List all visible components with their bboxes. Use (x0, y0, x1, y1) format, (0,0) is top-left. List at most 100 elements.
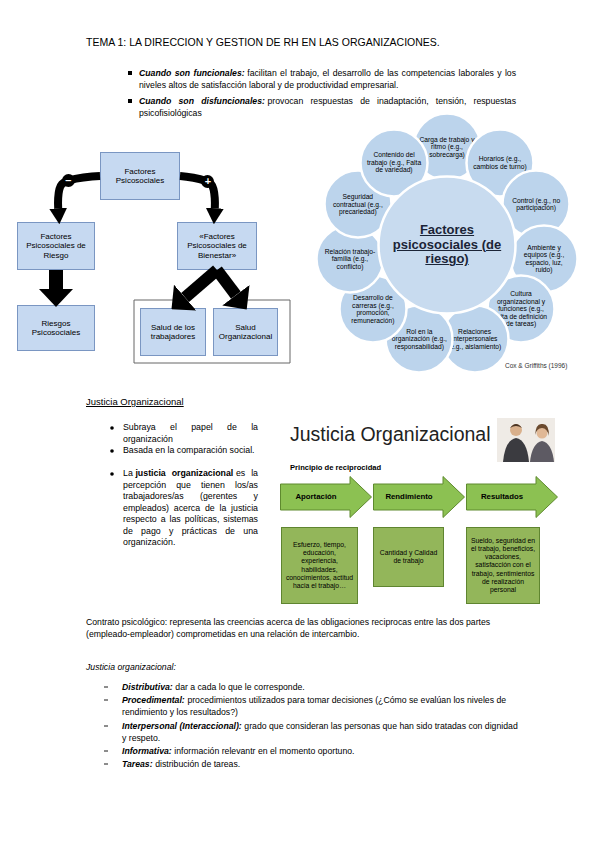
text-run: Justicia Organizacional (290, 423, 491, 445)
node-text: Rendimiento (385, 493, 452, 502)
bullet-dash (104, 700, 108, 701)
text-run: distribución de tareas. (155, 759, 240, 769)
node-text: Factores Psicosociales (103, 167, 177, 185)
node-text: Ambiente y equipos (e.g., espacio, luz, … (516, 244, 572, 274)
people-photo (497, 418, 555, 462)
flow-arrow (185, 270, 217, 298)
content-box: Sueldo, seguridad en el trabajo, benefic… (466, 527, 540, 604)
node-text: Factores Psicosociales de Riesgo (20, 232, 92, 260)
bullet-dash (104, 726, 108, 727)
bullet-dot (110, 426, 114, 430)
arrow-shape: Rendimiento (373, 476, 465, 518)
text-run: Interpersonal (Interaccional): (122, 721, 242, 731)
text-run: Procedimental: (122, 695, 185, 705)
page-title: TEMA 1: LA DIRECCION Y GESTION DE RH EN … (86, 36, 440, 48)
arrow-shape: Aportación (280, 476, 372, 518)
bullet-dot (110, 472, 114, 476)
node-text: Desarrollo de carreras (e.g., promoción,… (345, 294, 401, 324)
circle-fill (361, 129, 428, 196)
text-run: justicia organizacional (135, 468, 233, 478)
text-block: Cuando son funcionales:facilitan el trab… (139, 67, 516, 91)
text-block: Lajusticia organizacionales la percepció… (123, 468, 258, 549)
text-run: La (123, 468, 133, 478)
text-run: Cox & Griffiths (1996) (505, 362, 567, 369)
node-text: Resultados (481, 493, 543, 502)
person-head (510, 424, 522, 436)
bullet-square (128, 71, 132, 75)
text-block: Basada en la comparación social. (123, 445, 258, 457)
process-box: Salud de los trabajadores (140, 308, 206, 356)
text-run: Cuando son funcionales: (139, 68, 245, 78)
text-run: Tareas: (122, 759, 153, 769)
node-text: Contenido del trabajo (e.g., Falta de va… (366, 151, 422, 174)
person-hair (510, 424, 522, 428)
process-box: Salud Organizacional (213, 308, 278, 356)
node-text: Esfuerzo, tiempo, educación, experiencia… (285, 541, 354, 590)
text-run: información relevantr en el momento opor… (174, 746, 354, 756)
edge-sign: + (201, 175, 214, 188)
process-box: Riesgos Psicosociales (17, 305, 95, 351)
text-block: Informativa:información relevantr en el … (122, 745, 522, 757)
factor-circle: Factores psicosociales (de riesgo) (377, 175, 517, 315)
flow-arrow (58, 176, 100, 208)
node-text: «Factores Psicosociales de Bienestar» (180, 232, 254, 260)
text-block: Tareas:distribución de tareas. (122, 758, 522, 770)
text-run: Distributiva: (122, 682, 173, 692)
flow-arrow (217, 270, 236, 295)
process-box: Factores Psicosociales de Riesgo (17, 222, 95, 270)
photo-background (497, 418, 555, 462)
arrow-fill (281, 477, 372, 518)
arrow-fill (467, 477, 558, 518)
text-block: Principio de reciprocidad (290, 461, 381, 474)
node-text: Relaciones interpersonales (e.g., aislam… (447, 328, 503, 351)
content-box: Esfuerzo, tiempo, educación, experiencia… (281, 527, 358, 604)
node-text: Aportación (295, 493, 356, 502)
person-body (503, 438, 529, 462)
text-block: Contrato psicológico: representa las cre… (86, 616, 518, 640)
node-text: Control (e.g., no participación) (508, 197, 564, 212)
arrow-fill (374, 477, 465, 518)
node-text: Horarios (e.g., cambios de turno) (472, 155, 528, 170)
text-block: Procedimental:procedimientos utilizados … (122, 694, 522, 718)
edge-sign: – (62, 174, 75, 187)
person-hair (535, 424, 549, 436)
node-text: Sueldo, seguridad en el trabajo, benefic… (470, 537, 536, 594)
content-box: Cantidad y Calidad de trabajo (373, 527, 444, 587)
bullet-dot (110, 449, 114, 453)
group-bracket (134, 300, 290, 363)
node-text: Salud Organizacional (216, 323, 275, 341)
text-block: Interpersonal (Interaccional):grado que … (122, 720, 522, 744)
text-block: Distributiva:dar a cada lo que le corres… (122, 681, 522, 693)
bullet-square (128, 99, 132, 103)
text-block: Justicia Organizacional (86, 396, 184, 408)
text-run: Principio de reciprocidad (290, 463, 381, 472)
bullet-dash (104, 764, 108, 765)
text-block: Cox & Griffiths (1996) (505, 359, 567, 372)
node-text: Riesgos Psicosociales (20, 319, 92, 337)
text-run: Contrato psicológico: representa las cre… (86, 617, 490, 639)
text-run: Informativa: (122, 746, 172, 756)
text-run: Justicia Organizacional (86, 396, 184, 407)
text-run: Subraya el papel de la organización (123, 422, 258, 444)
text-run: dar a cada lo que le corresponde. (175, 682, 304, 692)
person-body (530, 441, 554, 462)
node-text: Seguridad contractual (e.g., precariedad… (330, 193, 386, 216)
flow-arrow (49, 270, 63, 289)
node-text: Cantidad y Calidad de trabajo (377, 549, 440, 565)
text-block: Justicia Organizacional (290, 428, 491, 444)
bullet-dash (104, 687, 108, 688)
text-run: Justicia organizacional: (86, 662, 176, 672)
text-run: es la percepción que tienen los/as traba… (123, 468, 258, 547)
text-block: Justicia organizacional: (86, 661, 176, 673)
process-box: «Factores Psicosociales de Bienestar» (177, 222, 257, 270)
arrow-shape: Resultados (466, 476, 558, 518)
process-box: Factores Psicosociales (100, 152, 180, 200)
bullet-dash (104, 751, 108, 752)
node-text: Relación trabajo-familia (e.g., conflict… (322, 248, 378, 271)
node-text: Salud de los trabajadores (143, 323, 203, 341)
text-run: Basada en la comparación social. (123, 445, 255, 455)
text-block: Subraya el papel de la organización (123, 422, 258, 445)
flow-arrow (180, 176, 215, 208)
text-run: Cuando son disfuncionales: (139, 96, 265, 106)
